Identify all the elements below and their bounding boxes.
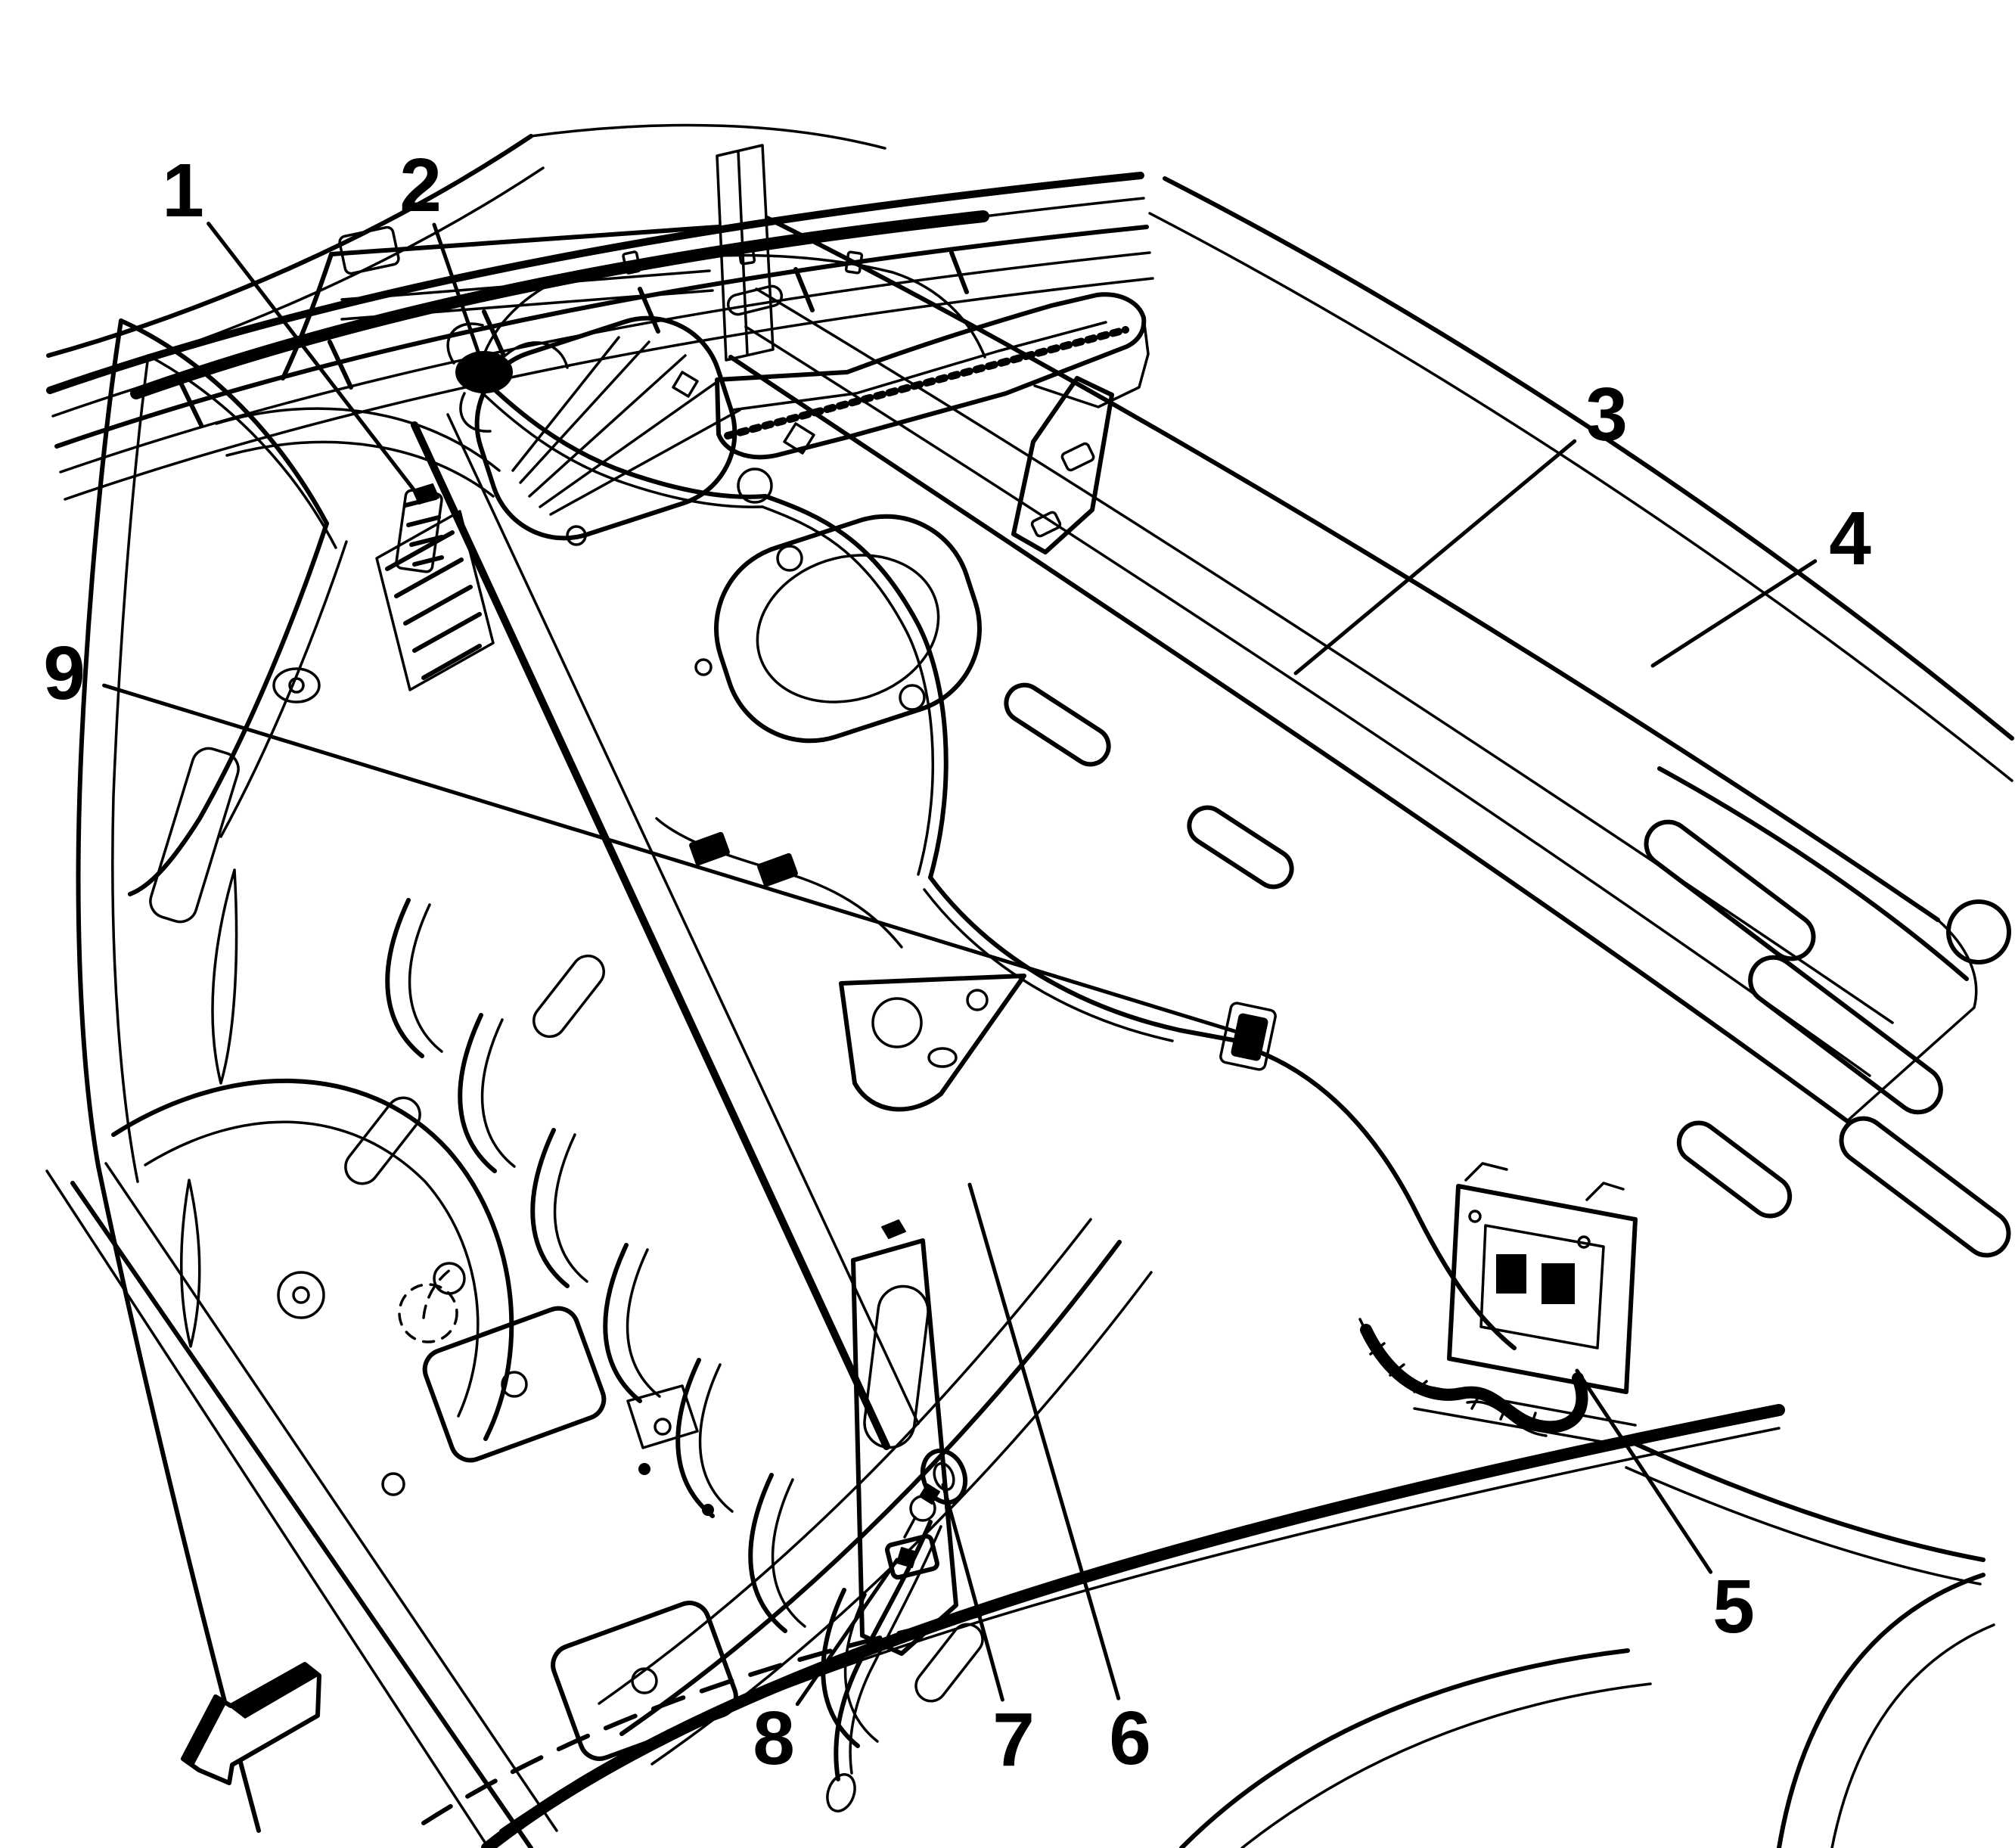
roof-harness-grommet — [455, 351, 513, 393]
callout-label-7: 7 — [992, 1697, 1035, 1782]
speaker-opening-right — [714, 514, 982, 744]
callout-label-8: 8 — [753, 1696, 795, 1781]
shelf-wiring-harness — [395, 241, 1517, 1350]
speaker-opening-left — [474, 315, 737, 541]
callout-label-5: 5 — [1712, 1564, 1755, 1649]
center-harness-connector — [1231, 1013, 1268, 1061]
seat-back-filler-panel — [716, 144, 2014, 1123]
callout-label-1: 1 — [162, 148, 204, 233]
latch-striker-ring — [920, 1448, 968, 1505]
callout-label-6: 6 — [1109, 1696, 1151, 1781]
parcel-shelf-panel — [281, 225, 1026, 1450]
floor-pan-ribs — [179, 868, 984, 1761]
callout-leader-2 — [432, 222, 485, 367]
callout-leader-9 — [102, 683, 1249, 1037]
callout-label-9: 9 — [43, 631, 85, 716]
callout-leader-5 — [1575, 1368, 1713, 1574]
callout-leader-8 — [795, 1558, 899, 1707]
callout-leader-1 — [206, 222, 421, 498]
callout-label-2: 2 — [399, 143, 442, 228]
callout-label-3: 3 — [1585, 372, 1628, 457]
callout-leader-4 — [1650, 559, 1818, 668]
release-cable-clip — [885, 1533, 939, 1580]
callout-label-4: 4 — [1829, 496, 1871, 581]
callout-leader-3 — [1293, 439, 1577, 676]
view-direction-arrow-icon — [181, 1662, 321, 1785]
right-floor-extension — [1625, 766, 2011, 1848]
roof-backlight-band — [46, 123, 1154, 501]
control-module — [1358, 1162, 1638, 1448]
left-body-side — [45, 318, 558, 1848]
callout-leader-6 — [967, 1182, 1121, 1700]
callout-leader-7 — [941, 1483, 1004, 1702]
callout-layer: 1 2 3 4 5 67 8 9 — [43, 143, 1871, 1782]
quarter-trim-connector — [412, 483, 439, 505]
